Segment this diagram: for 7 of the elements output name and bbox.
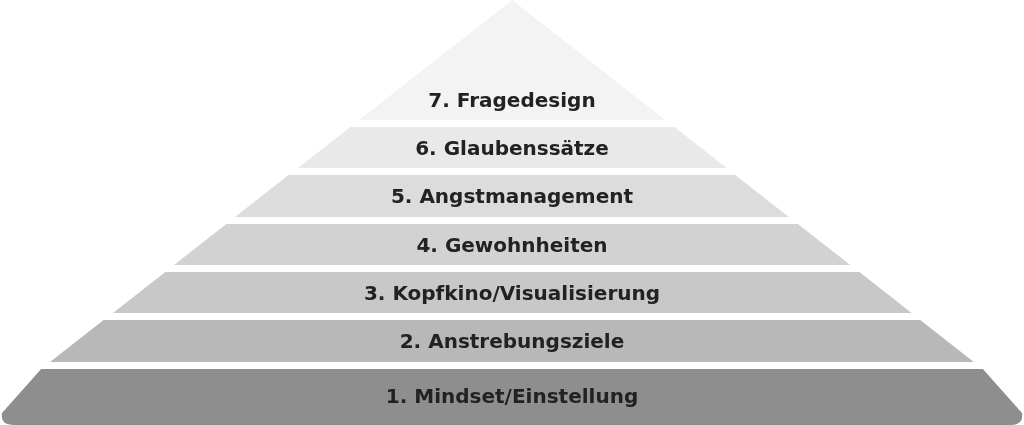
layer-label: 3. Kopfkino/Visualisierung <box>363 281 661 305</box>
layer-label: 4. Gewohnheiten <box>416 233 608 257</box>
layer-label: 7. Fragedesign <box>428 88 596 112</box>
layer-label: 5. Angstmanagement <box>390 184 634 208</box>
layer-label: 2. Anstrebungsziele <box>399 329 625 353</box>
layer-label: 1. Mindset/Einstellung <box>385 384 639 408</box>
layer-label: 6. Glaubenssätze <box>415 136 609 160</box>
